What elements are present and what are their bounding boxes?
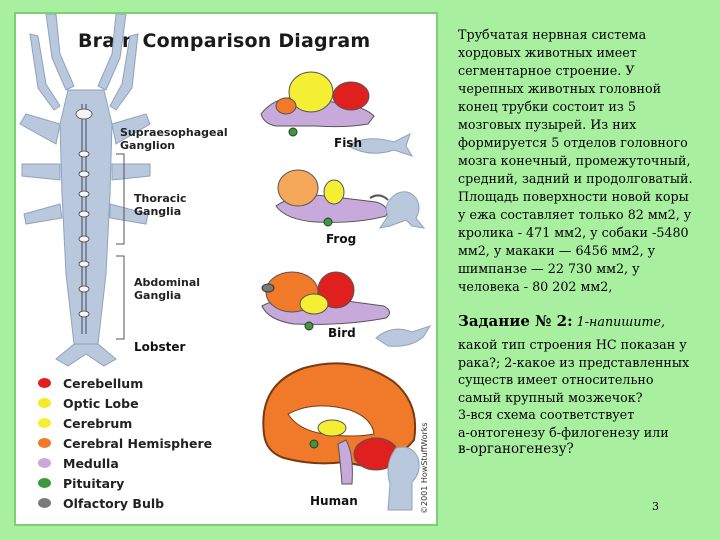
bird-silhouette	[375, 325, 432, 347]
fish-brain	[260, 71, 375, 137]
legend-swatch	[38, 458, 51, 468]
legend-swatch	[38, 398, 51, 408]
label-fish: Fish	[334, 136, 362, 150]
legend-swatch	[38, 418, 51, 428]
legend-item-cerebrum: Cerebrum	[38, 414, 132, 432]
legend-label: Optic Lobe	[63, 395, 139, 411]
task-label: Задание № 2	[458, 312, 568, 330]
legend-item-cerebellum: Cerebellum	[38, 374, 143, 392]
label-abdominal-ganglia: Abdominal Ganglia	[134, 276, 201, 302]
label-supraesophageal-ganglion: Supraesophageal Ganglion	[120, 126, 228, 152]
page-number: 3	[652, 500, 659, 513]
brain-comparison-figure: Brain Comparison Diagram	[14, 12, 438, 526]
task-options: а-онтогенезу б-филогенезу или	[458, 424, 669, 440]
legend-label: Medulla	[63, 455, 119, 471]
legend-label: Cerebral Hemisphere	[63, 435, 213, 451]
label-thoracic-ganglia: Thoracic Ganglia	[134, 192, 187, 218]
label-bird: Bird	[328, 326, 356, 340]
copyright-notice: ©2001 HowStuffWorks	[420, 422, 429, 514]
legend-swatch	[38, 438, 51, 448]
bracket-lines	[116, 153, 125, 340]
label-frog: Frog	[326, 232, 357, 246]
task-first: 1-напишите,	[572, 314, 666, 329]
task-colon: :	[567, 312, 573, 330]
figure-title: Brain Comparison Diagram	[78, 30, 371, 52]
legend-swatch	[38, 498, 51, 508]
legend-item-optic-lobe: Optic Lobe	[38, 394, 139, 412]
frog-brain	[275, 169, 389, 227]
text-column: Трубчатая нервная система хордовых живот…	[458, 26, 698, 459]
frog-silhouette	[378, 191, 426, 229]
legend-swatch	[38, 478, 51, 488]
lobster-illustration	[19, 14, 151, 367]
legend-label: Olfactory Bulb	[63, 495, 165, 511]
intro-paragraph: Трубчатая нервная система хордовых живот…	[458, 27, 693, 294]
label-human: Human	[310, 494, 358, 508]
task-heading: Задание № 2: 1-напишите,	[458, 312, 698, 330]
bird-brain	[261, 271, 390, 331]
legend-swatch	[38, 378, 51, 388]
human-silhouette	[387, 446, 420, 511]
label-lobster: Lobster	[134, 340, 186, 354]
task-body: какой тип строения НС показан у рака?; 2…	[458, 337, 690, 405]
legend-label: Cerebrum	[63, 415, 133, 431]
legend-label: Pituitary	[63, 475, 125, 491]
legend-item-medulla: Medulla	[38, 454, 119, 472]
task-last: в-органогенезу?	[458, 441, 574, 457]
legend-item-olfactory-bulb: Olfactory Bulb	[38, 494, 164, 512]
legend-item-cerebral-hemisphere: Cerebral Hemisphere	[38, 434, 212, 452]
legend-label: Cerebellum	[63, 375, 144, 391]
human-brain	[262, 362, 417, 485]
task-question-3: 3-вся схема соответствует	[458, 407, 635, 422]
legend-item-pituitary: Pituitary	[38, 474, 124, 492]
fish-silhouette	[347, 133, 414, 157]
